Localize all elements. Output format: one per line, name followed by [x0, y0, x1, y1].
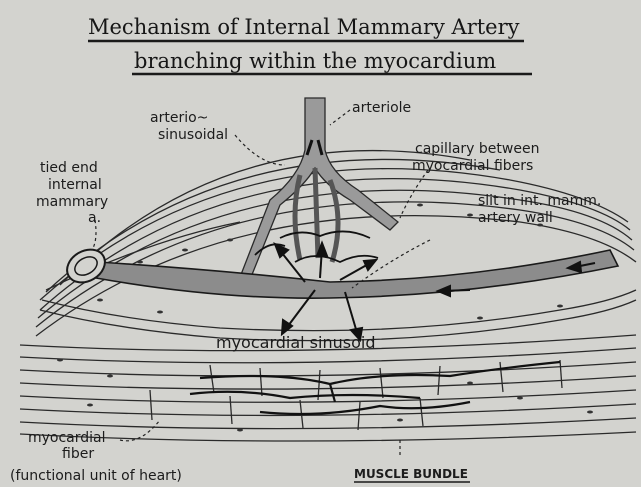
label-muscle-bundle: MUSCLE BUNDLE — [354, 467, 468, 481]
label-slit-2: artery wall — [478, 210, 553, 226]
label-fiber-1: myocardial — [28, 430, 106, 446]
label-tied-end-2: internal — [48, 177, 102, 193]
label-fiber-2: fiber — [62, 446, 94, 462]
label-tied-end-1: tied end — [40, 160, 98, 176]
title-line-2: branching within the myocardium — [134, 49, 496, 73]
label-arterio-sinusoidal-1: arterio~ — [150, 110, 208, 126]
title-line-1: Mechanism of Internal Mammary Artery — [88, 15, 520, 39]
label-tied-end-3: mammary — [36, 194, 108, 210]
label-slit-1: slit in int. mamm. — [478, 193, 601, 209]
label-arterio-sinusoidal-2: sinusoidal — [158, 127, 228, 143]
label-capillary-2: myocardial fibers — [412, 158, 533, 174]
label-tied-end-4: a. — [88, 210, 101, 226]
label-arteriole: arteriole — [352, 100, 411, 116]
label-sinusoid: myocardial sinusoid — [216, 333, 375, 352]
label-capillary-1: capillary between — [415, 141, 539, 157]
label-functional-unit: (functional unit of heart) — [10, 468, 182, 484]
